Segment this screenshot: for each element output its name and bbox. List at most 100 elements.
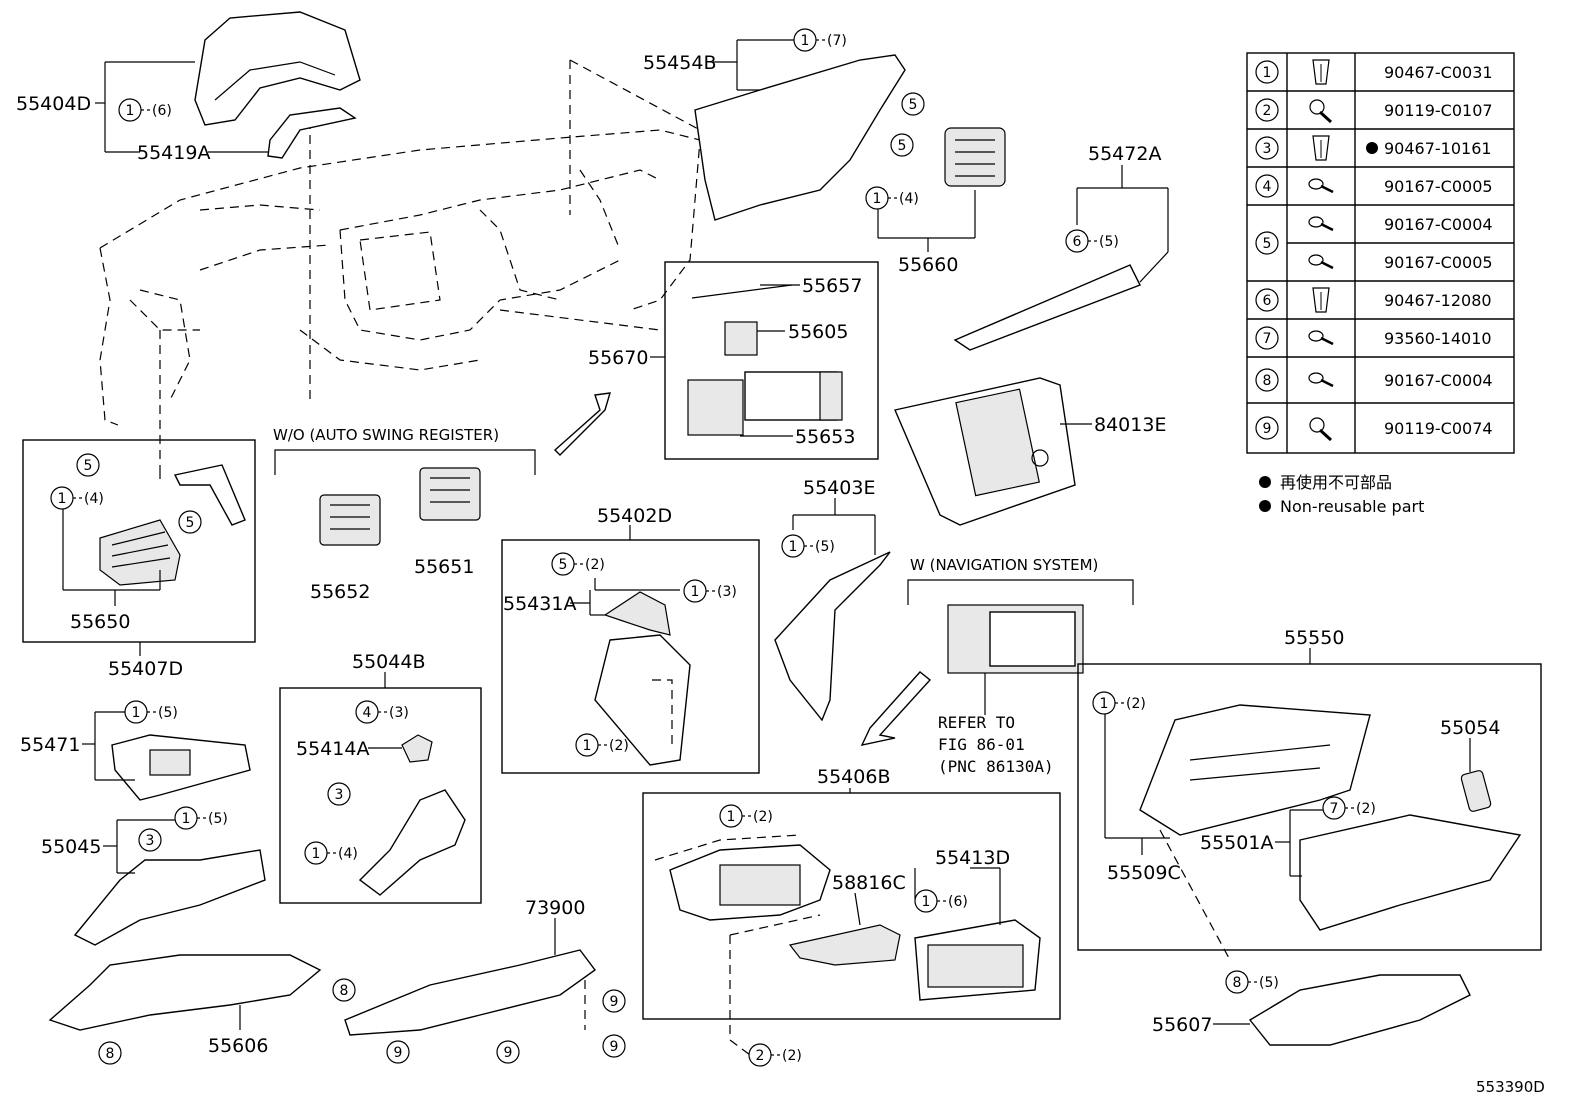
part-55454B-shape	[694, 54, 906, 221]
fastener-key: 5	[1263, 236, 1272, 252]
callout-quantity: (2)	[609, 738, 629, 754]
part-55501A-shape	[1299, 814, 1522, 931]
callout: 8	[332, 978, 356, 1002]
part-55403E-shape	[774, 551, 891, 722]
leader-55607	[1159, 829, 1231, 961]
part-55402D-shape	[594, 591, 691, 766]
callout: 8(5)	[1225, 970, 1279, 994]
label-55652: 55652	[310, 581, 370, 603]
part-55652-shape	[319, 494, 381, 546]
part-55605-shape	[724, 321, 758, 356]
screw-icon	[1308, 330, 1334, 346]
part-55651-shape	[419, 467, 481, 521]
clip-icon	[1312, 287, 1330, 313]
non-reusable-marker	[1366, 142, 1378, 154]
fastener-part-number: 90467-12080	[1384, 291, 1492, 310]
callout-circle	[98, 1041, 122, 1065]
callout-number: 1	[126, 103, 135, 119]
callout: 4(3)	[355, 700, 409, 724]
callout-quantity: (5)	[208, 811, 228, 827]
part-55404D-shape	[194, 11, 361, 126]
callout-number: 9	[394, 1045, 403, 1061]
fastener-part-number: 93560-14010	[1384, 329, 1492, 348]
callout-number: 5	[186, 515, 195, 531]
legend-en: Non-reusable part	[1280, 497, 1424, 516]
fastener-part-number: 90167-C0005	[1384, 177, 1493, 196]
callout: 3	[327, 782, 351, 806]
part-55653-shape	[687, 371, 843, 436]
label-55054: 55054	[1440, 717, 1500, 739]
label-leaders	[62, 39, 1471, 1030]
callout: 5(2)	[551, 552, 605, 576]
callout: 5	[178, 510, 202, 534]
part-55471-shape	[111, 734, 251, 801]
leader-55670	[499, 309, 661, 331]
fastener-key: 8	[1263, 373, 1272, 389]
callout-number: 1	[583, 738, 592, 754]
screw-icon	[1308, 178, 1334, 194]
box-55044B	[279, 687, 482, 904]
callout: 5	[76, 453, 100, 477]
arrow-up-icon	[553, 392, 611, 456]
label-55414A: 55414A	[296, 738, 369, 760]
fastener-key: 3	[1263, 141, 1272, 157]
part-55054-shape	[1460, 770, 1492, 812]
callout: 1(4)	[50, 486, 104, 510]
fastener-part-number: 90167-C0004	[1384, 371, 1493, 390]
callout: 3	[138, 828, 162, 852]
callout-quantity: (6)	[152, 103, 172, 119]
callout-circle	[327, 782, 351, 806]
callout: 2(2)	[748, 1043, 802, 1067]
callout: 1(4)	[865, 186, 919, 210]
callout-quantity: (2)	[1356, 801, 1376, 817]
legend: 再使用不可部品 Non-reusable part	[1259, 473, 1424, 516]
part-55606-shape	[48, 954, 322, 1031]
callout-number: 9	[504, 1045, 513, 1061]
callout: 9	[602, 989, 626, 1013]
notes: W/O (AUTO SWING REGISTER) W (NAVIGATION …	[273, 426, 1545, 1096]
label-55670: 55670	[588, 347, 648, 369]
clip-icon	[1312, 59, 1330, 85]
callout-quantity: (2)	[585, 557, 605, 573]
label-73900: 73900	[525, 897, 585, 919]
callout-number: 3	[146, 833, 155, 849]
callout: 1 (5)	[174, 806, 228, 830]
bracket-wo-auto-swing	[274, 449, 536, 475]
bolt-icon	[1309, 417, 1333, 442]
callout-quantity: (5)	[1099, 234, 1119, 250]
fastener-row: 8 90167-C0004	[1255, 368, 1493, 392]
callout: 7 (2)	[1322, 796, 1376, 820]
note-w-navigation: W (NAVIGATION SYSTEM)	[910, 556, 1098, 574]
callout-number: 7	[1330, 801, 1339, 817]
box-55670	[664, 261, 879, 460]
fastener-key: 2	[1263, 103, 1272, 119]
screw-icon	[1308, 254, 1334, 270]
callout: 1 (2)	[575, 733, 629, 757]
callout-number: 8	[340, 983, 349, 999]
callout-quantity: (2)	[753, 809, 773, 825]
label-55045: 55045	[41, 836, 101, 858]
callout-quantity: (5)	[815, 539, 835, 555]
part-navigation-unit-shape	[947, 604, 1084, 674]
callout-number: 1	[801, 33, 810, 49]
part-55607-shape	[1248, 974, 1471, 1046]
callout-circle	[332, 978, 356, 1002]
callout: 1(2)	[719, 804, 773, 828]
callout-quantity: (6)	[948, 894, 968, 910]
callout-number: 1	[182, 811, 191, 827]
callout-circle	[496, 1040, 520, 1064]
fastener-table	[1246, 52, 1515, 454]
callout: 1(4)	[304, 841, 358, 865]
label-55407D: 55407D	[108, 658, 183, 680]
diagram-code: 553390D	[1476, 1078, 1545, 1096]
callout-circle	[138, 828, 162, 852]
label-84013E: 84013E	[1094, 414, 1166, 436]
note-wo-auto-swing: W/O (AUTO SWING REGISTER)	[273, 426, 499, 444]
label-55653: 55653	[795, 426, 855, 448]
fastener-part-number: 90467-C0031	[1384, 63, 1493, 82]
fastener-part-number: 90167-C0004	[1384, 215, 1493, 234]
